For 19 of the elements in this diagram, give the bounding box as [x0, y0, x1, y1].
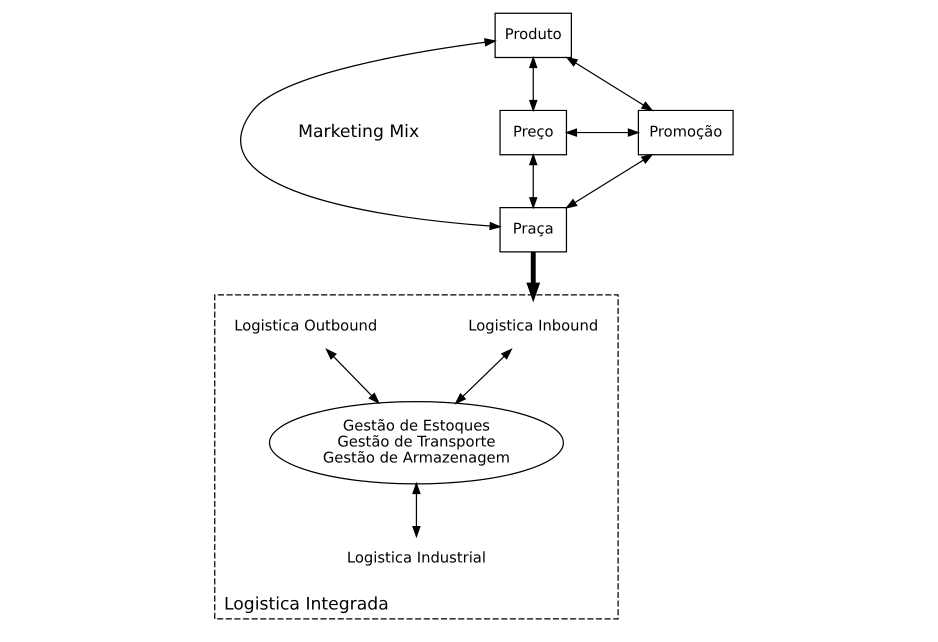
arrow	[528, 56, 538, 112]
node-text: Logistica Outbound	[234, 318, 378, 335]
arrow	[325, 348, 380, 404]
node-ellipse: Gestão de Estoques Gestão de Transporte Gestão de Armazenagem	[268, 400, 564, 485]
arrow	[566, 56, 654, 112]
node-box: Praça	[499, 206, 568, 252]
arrow	[564, 128, 640, 137]
arrow	[412, 482, 421, 538]
node-box: Promoção	[638, 110, 734, 156]
label: Marketing Mix	[298, 122, 420, 142]
arrow	[564, 154, 654, 209]
arrow	[454, 348, 513, 405]
arrow	[526, 252, 540, 302]
node-text: Logistica Industrial	[346, 549, 486, 566]
node-text: Logistica Inbound	[468, 318, 598, 335]
arrow	[528, 152, 538, 210]
node-box: Preço	[499, 110, 568, 156]
node-box: Produto	[494, 12, 572, 58]
arrow	[241, 38, 502, 230]
